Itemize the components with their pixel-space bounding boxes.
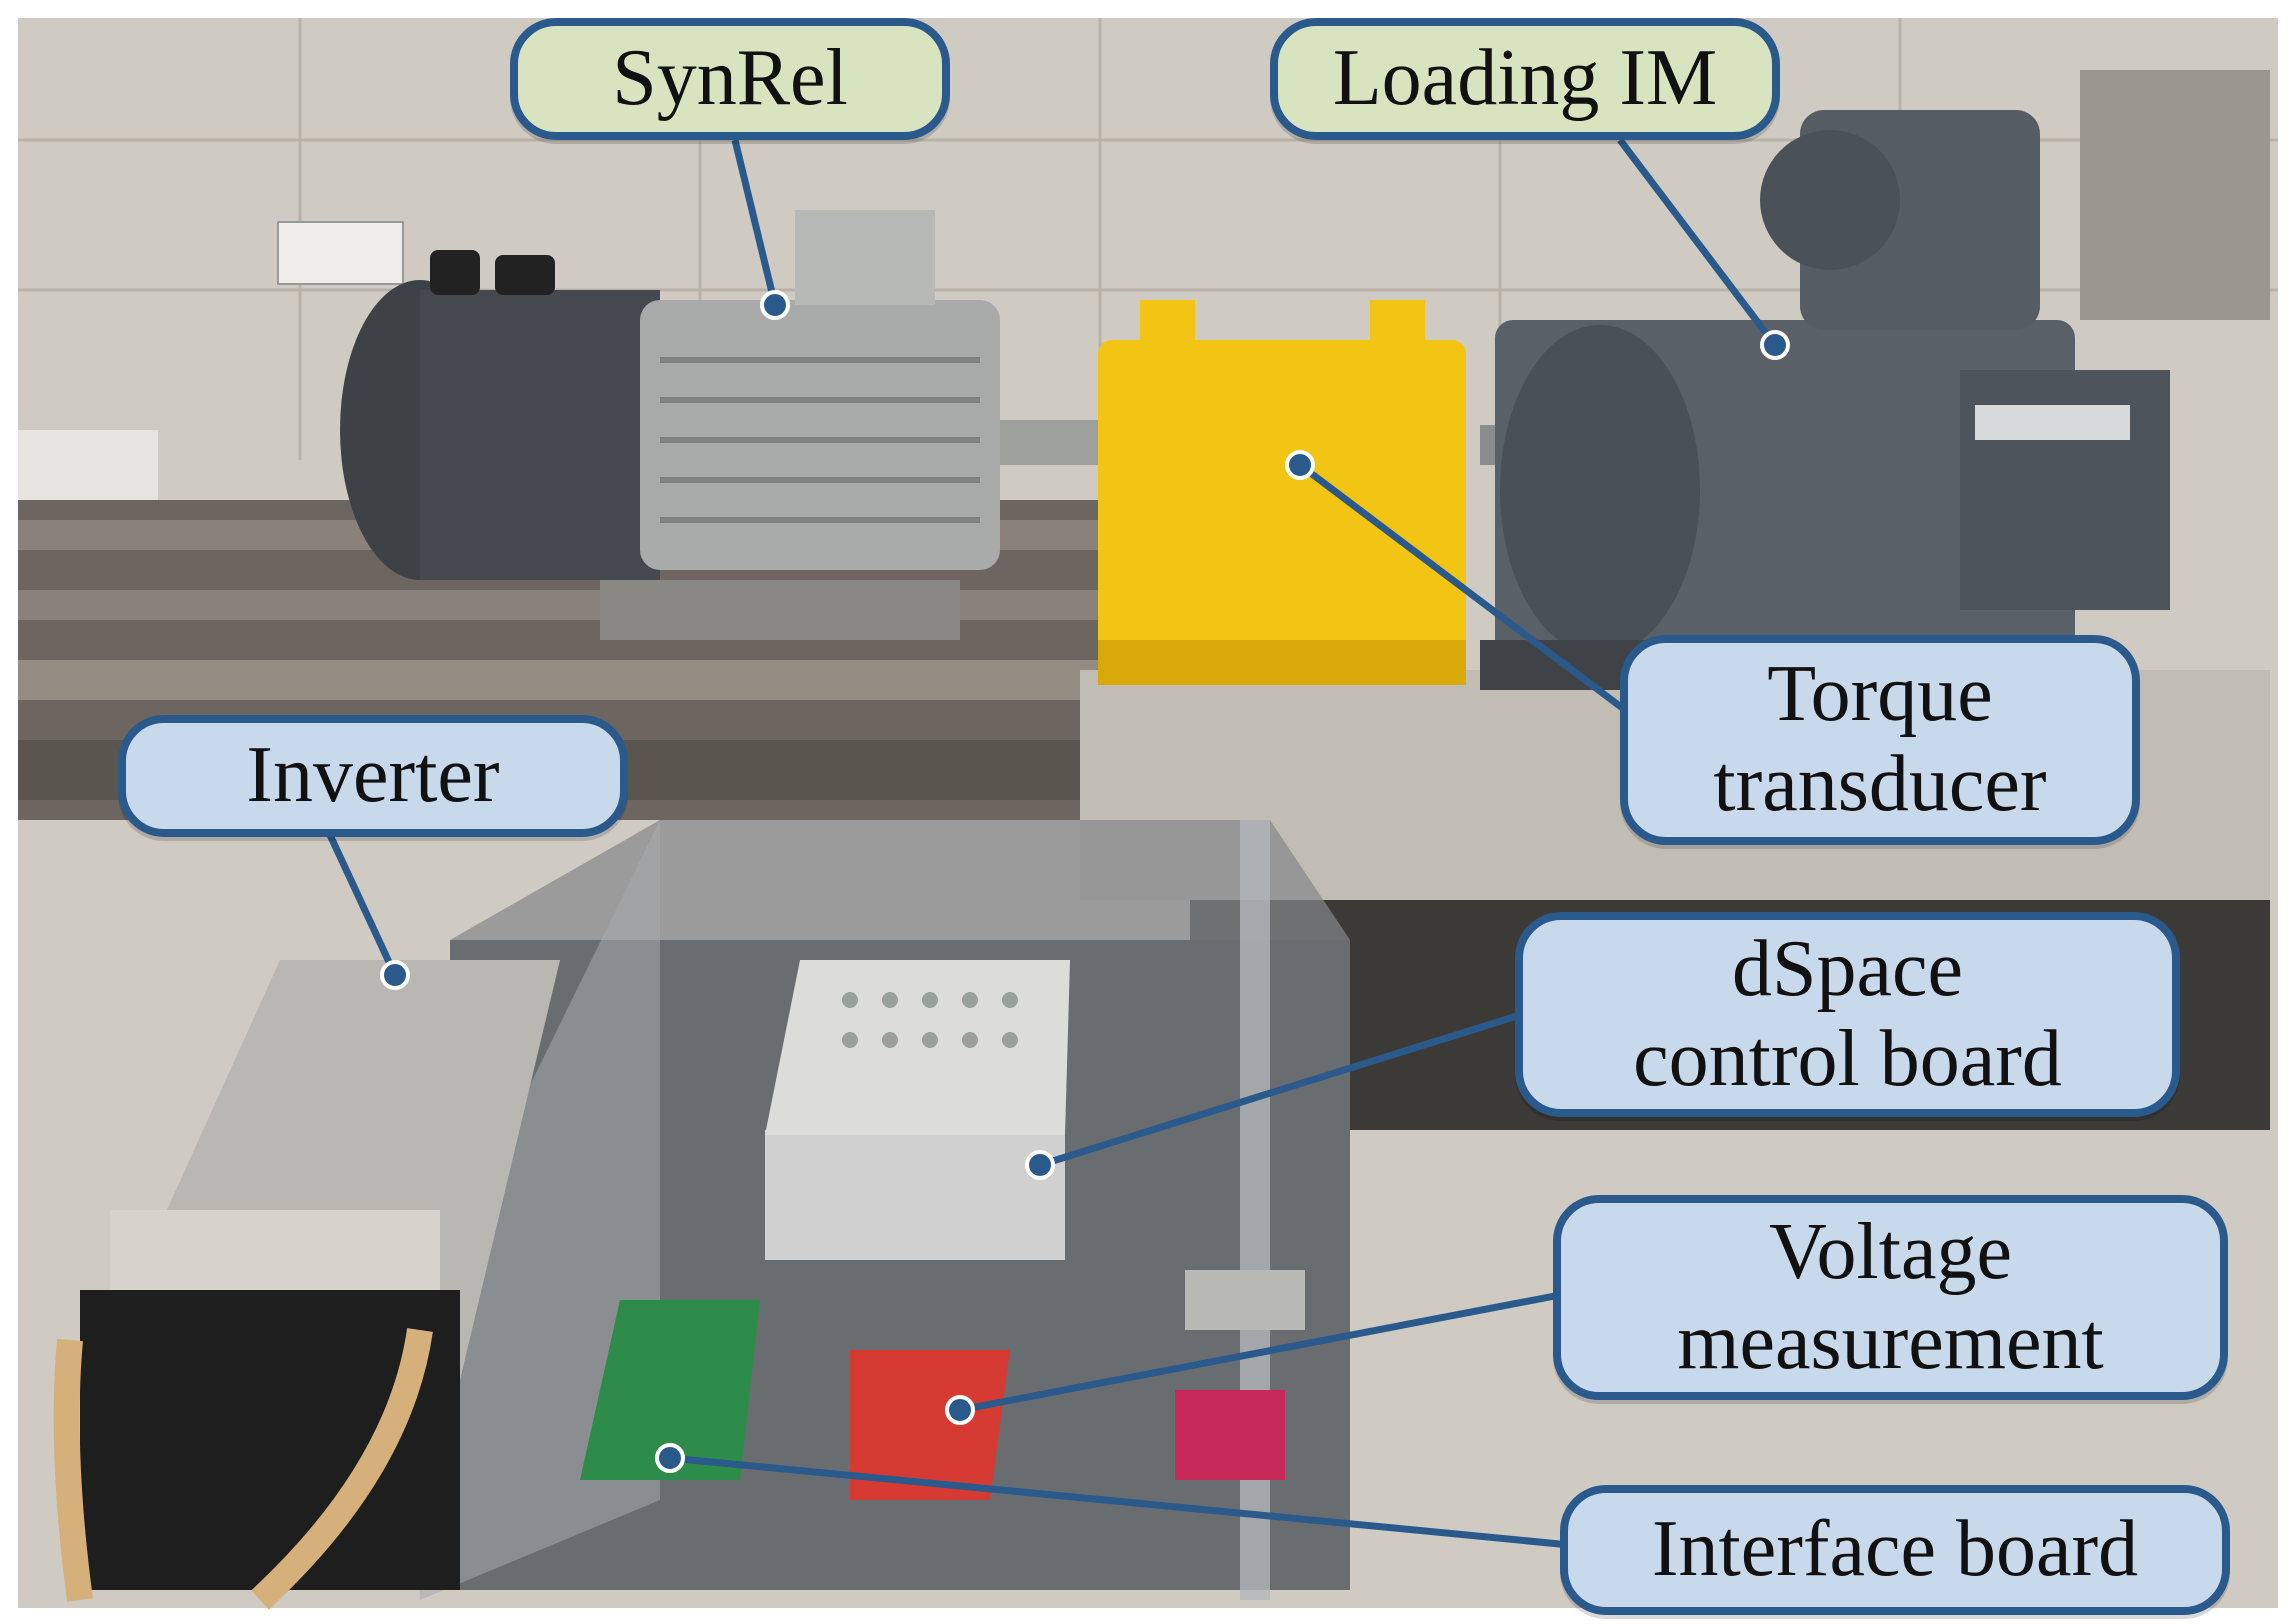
label-torque-line1: Torque: [1767, 650, 1993, 739]
loading-im-motor: [1480, 70, 2270, 690]
label-dspace-line1: dSpace: [1731, 924, 1963, 1013]
synrel-motor: [340, 210, 1000, 640]
leader-endpoints: [380, 290, 1790, 1473]
power-module: [1175, 1390, 1285, 1480]
power-outlet: [277, 221, 404, 285]
label-synrel: SynRel: [510, 18, 950, 140]
label-voltage-line1: Voltage: [1769, 1207, 2012, 1296]
label-interface-board: Interface board: [1560, 1485, 2230, 1615]
psu-module: [1185, 1270, 1305, 1330]
label-dspace-line2: control board: [1633, 1014, 2062, 1103]
leader-lines: [326, 137, 1778, 1549]
label-dspace: dSpace control board: [1515, 912, 2180, 1117]
label-loading-im-text: Loading IM: [1332, 34, 1718, 123]
label-synrel-text: SynRel: [612, 34, 848, 123]
label-inverter-text: Inverter: [246, 731, 500, 820]
shaft-coupling: [1000, 420, 1100, 465]
voltage-measurement-pcb: [850, 1350, 1010, 1500]
label-torque-transducer: Torque transducer: [1620, 635, 2140, 845]
dspace-box: [765, 960, 1070, 1260]
interface-board-pcb: [580, 1300, 760, 1480]
label-voltage-line2: measurement: [1677, 1297, 2104, 1386]
label-interface-text: Interface board: [1651, 1505, 2139, 1594]
inverter-unit: [53, 960, 560, 1610]
label-loading-im: Loading IM: [1270, 18, 1780, 140]
label-inverter: Inverter: [118, 715, 628, 837]
torque-transducer-housing: [1098, 300, 1466, 685]
label-voltage-measurement: Voltage measurement: [1553, 1195, 2228, 1400]
label-torque-line2: transducer: [1713, 740, 2047, 828]
